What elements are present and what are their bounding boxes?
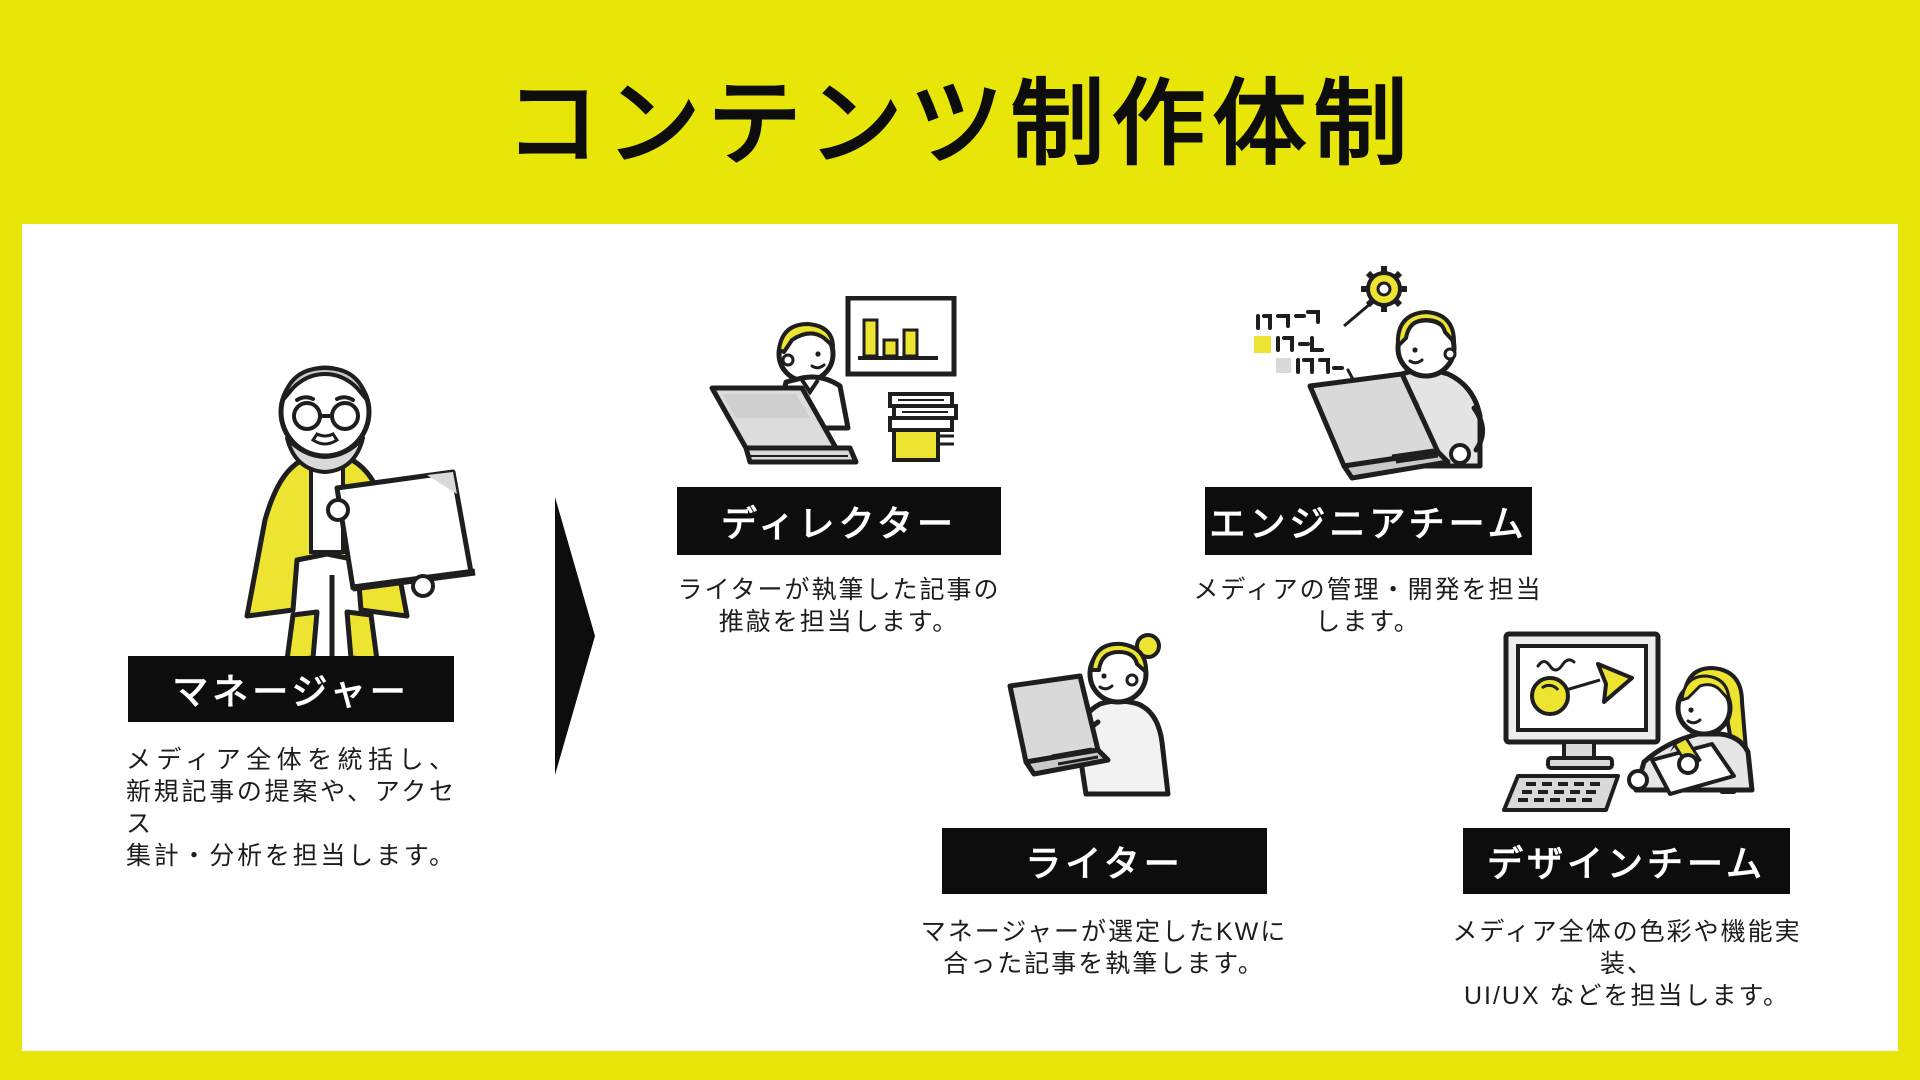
writer-label: ライター [1025, 843, 1184, 884]
manager-desc-line: 新規記事の提案や、アクセス [126, 778, 456, 838]
laptop-icon [326, 469, 476, 598]
engineer-desc-line: します。 [1315, 608, 1421, 636]
engineer-desc-line: メディアの管理・開発を担当 [1193, 576, 1543, 604]
manager-illustration [244, 365, 476, 660]
manager-desc-line: 集計・分析を担当します。 [126, 842, 456, 870]
design-label: デザインチーム [1487, 843, 1766, 884]
director-description: ライターが執筆した記事の 推敲を担当します。 [659, 574, 1019, 638]
gear-icon [1343, 266, 1407, 328]
design-illustration [1502, 631, 1755, 812]
writer-description: マネージャーが選定したKWに 合った記事を執筆します。 [914, 916, 1294, 980]
director-desc-line: ライターが執筆した記事の [677, 576, 1001, 604]
director-label: ディレクター [720, 503, 958, 544]
writer-illustration [1007, 633, 1171, 797]
engineer-description: メディアの管理・開発を担当 します。 [1188, 574, 1548, 638]
keyboard-icon [1502, 774, 1620, 812]
engineer-label-box: エンジニアチーム [1205, 487, 1532, 555]
manager-label-box: マネージャー [128, 656, 454, 722]
design-description: メディア全体の色彩や機能実装、 UI/UX などを担当します。 [1427, 916, 1827, 1012]
director-label-box: ディレクター [677, 487, 1001, 555]
design-desc-line: UI/UX などを担当します。 [1463, 982, 1791, 1010]
writer-desc-line: 合った記事を執筆します。 [943, 950, 1265, 978]
manager-label: マネージャー [172, 671, 410, 712]
bar-chart-icon [845, 296, 957, 377]
design-label-box: デザインチーム [1463, 828, 1790, 894]
page-title: コンテンツ制作体制 [505, 71, 1415, 176]
director-illustration [709, 296, 958, 465]
designer-person [1627, 666, 1755, 796]
writer-label-box: ライター [942, 828, 1267, 894]
laptop-icon [1007, 673, 1111, 777]
laptop-icon [1307, 371, 1471, 481]
director-desc-line: 推敲を担当します。 [718, 608, 960, 636]
manager-description: メディア全体を統括し、 新規記事の提案や、アクセス 集計・分析を担当します。 [126, 744, 456, 872]
monitor-icon [1503, 631, 1661, 770]
manager-desc-line: メディア全体を統括し、 [126, 746, 456, 774]
laptop-icon [709, 385, 859, 465]
books-icon [888, 392, 958, 462]
manager-head [278, 365, 372, 474]
design-desc-line: メディア全体の色彩や機能実装、 [1452, 918, 1802, 978]
engineer-label: エンジニアチーム [1209, 503, 1528, 544]
writer-desc-line: マネージャーが選定したKWに [920, 918, 1288, 946]
engineer-illustration [1254, 266, 1485, 481]
flow-arrow-icon [555, 497, 595, 775]
